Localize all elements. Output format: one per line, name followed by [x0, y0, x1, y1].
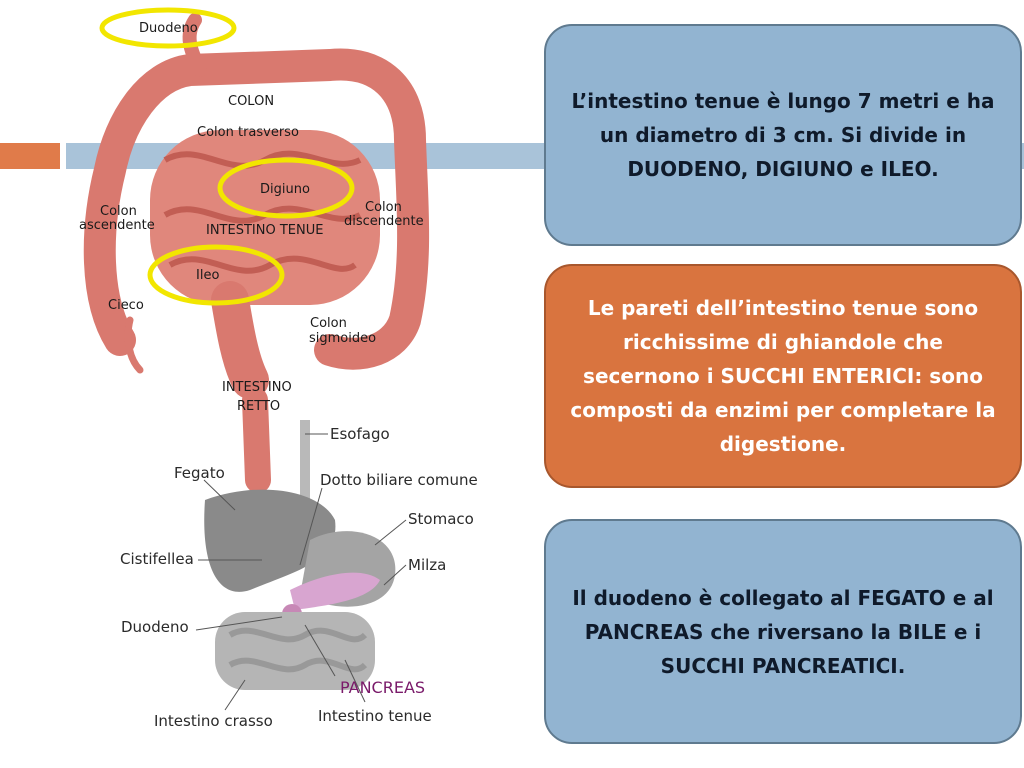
- label-intestino-tenue: INTESTINO TENUE: [206, 223, 323, 238]
- info-card-length: L’intestino tenue è lungo 7 metri e ha u…: [544, 24, 1022, 246]
- label-ileo: Ileo: [196, 268, 219, 283]
- large-intestine-shape: [83, 48, 430, 370]
- liver-shape: [204, 489, 336, 592]
- info-card-text: L’intestino tenue è lungo 7 metri e ha u…: [571, 89, 995, 181]
- label-colon-trasverso: Colon trasverso: [197, 125, 299, 140]
- label-colon: COLON: [228, 94, 274, 109]
- accent-bar-orange: [0, 143, 60, 169]
- highlight-ring-digiuno: [217, 157, 355, 219]
- label-intestino-crasso: Intestino crasso: [154, 712, 273, 730]
- label-colon-sigmoideo-1: Colon: [310, 316, 347, 331]
- label-intestino-tenue-bottom: Intestino tenue: [318, 707, 432, 725]
- label-colon-ascendente-2: ascendente: [79, 218, 155, 233]
- label-duodeno-bottom: Duodeno: [121, 618, 189, 636]
- info-card-text: Le pareti dell’intestino tenue sono ricc…: [570, 296, 996, 456]
- pancreas-shape: [290, 572, 380, 610]
- intestine-coil-fold: [228, 657, 368, 673]
- label-cieco: Cieco: [108, 298, 144, 313]
- label-duodeno-top: Duodeno: [139, 21, 198, 36]
- appendix-shape: [124, 316, 144, 374]
- small-intestine-fold: [168, 255, 357, 274]
- label-colon-ascendente-1: Colon: [100, 204, 137, 219]
- label-colon-sigmoideo-2: sigmoideo: [309, 331, 376, 346]
- highlight-ring-duodeno: [99, 7, 237, 49]
- rectum-lower-shape: [242, 387, 271, 493]
- label-intestino-retto-2: RETTO: [237, 399, 280, 414]
- label-colon-discendente-2: discendente: [344, 214, 424, 229]
- leader-dotto-biliare: [299, 487, 323, 566]
- label-intestino-retto-1: INTESTINO: [222, 380, 292, 395]
- leader-fegato: [203, 479, 236, 511]
- label-digiuno: Digiuno: [260, 182, 310, 197]
- leader-duodeno: [195, 616, 283, 631]
- leader-milza: [383, 564, 407, 586]
- label-esofago: Esofago: [330, 425, 390, 443]
- label-cistifellea: Cistifellea: [120, 550, 194, 568]
- info-card-text: Il duodeno è collegato al FEGATO e al PA…: [572, 585, 994, 678]
- label-colon-discendente-1: Colon: [365, 200, 402, 215]
- info-card-duodeno-connection: Il duodeno è collegato al FEGATO e al PA…: [544, 519, 1022, 744]
- highlight-ring-ileo: [147, 244, 285, 306]
- label-pancreas: PANCREAS: [340, 678, 425, 697]
- leader-stomaco: [374, 519, 407, 546]
- organs-image: Esofago Fegato Dotto biliare comune Stom…: [120, 420, 478, 730]
- label-stomaco: Stomaco: [408, 510, 474, 528]
- intestine-coil-fold: [228, 627, 368, 643]
- anatomy-illustration: Duodeno COLON Colon trasverso Digiuno Co…: [79, 7, 478, 730]
- rectum-shape: [211, 281, 269, 399]
- intestine-image: Duodeno COLON Colon trasverso Digiuno Co…: [79, 7, 430, 493]
- label-dotto-biliare: Dotto biliare comune: [320, 471, 478, 489]
- label-milza: Milza: [408, 556, 446, 574]
- leader-intestino-tenue: [344, 659, 366, 703]
- leader-pancreas: [304, 624, 336, 677]
- info-card-enteric-juices: Le pareti dell’intestino tenue sono ricc…: [544, 264, 1022, 488]
- leader-intestino-crasso: [224, 679, 246, 711]
- label-fegato: Fegato: [174, 464, 225, 482]
